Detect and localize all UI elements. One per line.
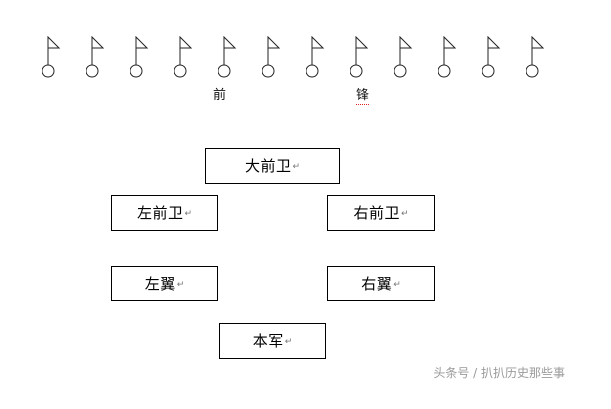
paragraph-mark-icon: ↵	[176, 279, 185, 290]
box-label: 左前卫	[136, 204, 184, 222]
box-label: 右翼	[361, 274, 393, 293]
watermark-text: 头条号 / 扒扒历史那些事	[433, 366, 565, 380]
box-right-vanguard: 右前卫↵	[327, 195, 435, 231]
flag-icon	[262, 36, 282, 80]
box-main-army: 本军↵	[219, 323, 326, 359]
label-front: 前	[213, 88, 227, 103]
box-right-wing: 右翼↵	[327, 266, 435, 301]
box-grand-vanguard: 大前卫↵	[205, 148, 340, 184]
flag-icon	[86, 36, 106, 80]
flag-icon	[526, 36, 546, 80]
box-label: 本军	[252, 332, 284, 350]
flag-icon	[394, 36, 414, 80]
box-left-wing: 左翼↵	[111, 266, 218, 301]
paragraph-mark-icon: ↵	[292, 162, 301, 172]
flag-icon	[218, 36, 238, 80]
flag-icon	[350, 36, 370, 80]
flag-icon	[482, 36, 502, 80]
flag-icon	[306, 36, 326, 80]
flag-icon	[174, 36, 194, 80]
paragraph-mark-icon: ↵	[393, 279, 401, 290]
label-vanguard: 锋	[356, 88, 370, 105]
paragraph-mark-icon: ↵	[284, 337, 293, 347]
box-label: 右前卫	[353, 204, 400, 222]
box-label: 左翼	[144, 274, 176, 293]
box-left-vanguard: 左前卫↵	[111, 195, 218, 231]
flag-icon	[438, 36, 458, 80]
flag-icon	[130, 36, 150, 80]
paragraph-mark-icon: ↵	[184, 209, 193, 219]
box-label: 大前卫	[244, 157, 292, 175]
paragraph-mark-icon: ↵	[400, 209, 409, 219]
flag-icon	[42, 36, 62, 80]
